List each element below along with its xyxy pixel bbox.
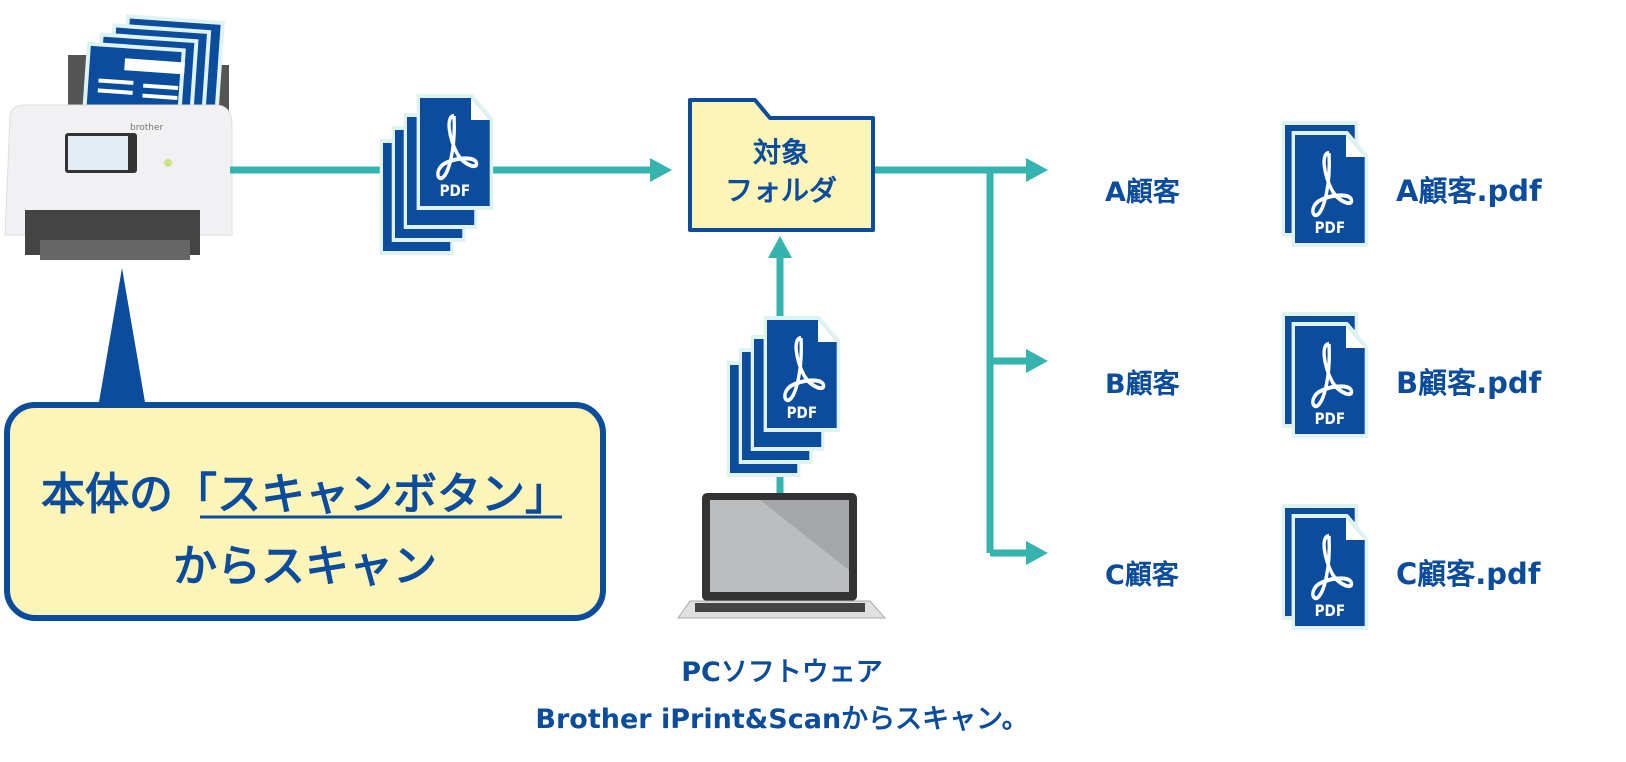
pdf-stack-icon xyxy=(726,314,843,477)
svg-text:brother: brother xyxy=(130,123,163,133)
pc-software-label: PCソフトウェア xyxy=(681,657,883,688)
file-name-b: B顧客.pdf xyxy=(1396,366,1542,400)
scanner-image: brother xyxy=(4,14,233,260)
callout-emphasis: 「スキャンボタン」 xyxy=(173,469,569,520)
pdf-file-icon-b xyxy=(1281,312,1371,440)
pdf-file-icon-a xyxy=(1281,121,1371,249)
file-name-c: C顧客.pdf xyxy=(1396,557,1541,591)
callout-prefix: 本体の xyxy=(41,469,173,520)
customer-label-b: B顧客 xyxy=(1105,369,1180,400)
file-name-a: A顧客.pdf xyxy=(1396,174,1542,208)
folder-label-line2: フォルダ xyxy=(724,174,837,207)
callout-line1: 本体の「スキャンボタン」 xyxy=(5,458,605,522)
arrow-icon xyxy=(768,236,792,258)
arrow-icon xyxy=(1026,349,1048,373)
pdf-stack-icon xyxy=(379,92,496,255)
arrow-icon xyxy=(650,158,672,182)
folder-label-line1: 対象 xyxy=(752,136,809,169)
pc-software-name: Brother iPrint&Scanからスキャン。 xyxy=(535,704,1029,735)
arrow-icon xyxy=(1026,541,1048,565)
arrow-icon xyxy=(1026,158,1048,182)
laptop-icon xyxy=(677,493,887,619)
folder-icon xyxy=(688,98,875,232)
callout-bubble xyxy=(4,268,606,621)
pdf-file-icon-c xyxy=(1281,504,1371,632)
customer-label-c: C顧客 xyxy=(1105,560,1179,591)
callout-line2: からスキャン xyxy=(173,541,437,592)
customer-label-a: A顧客 xyxy=(1105,177,1180,208)
